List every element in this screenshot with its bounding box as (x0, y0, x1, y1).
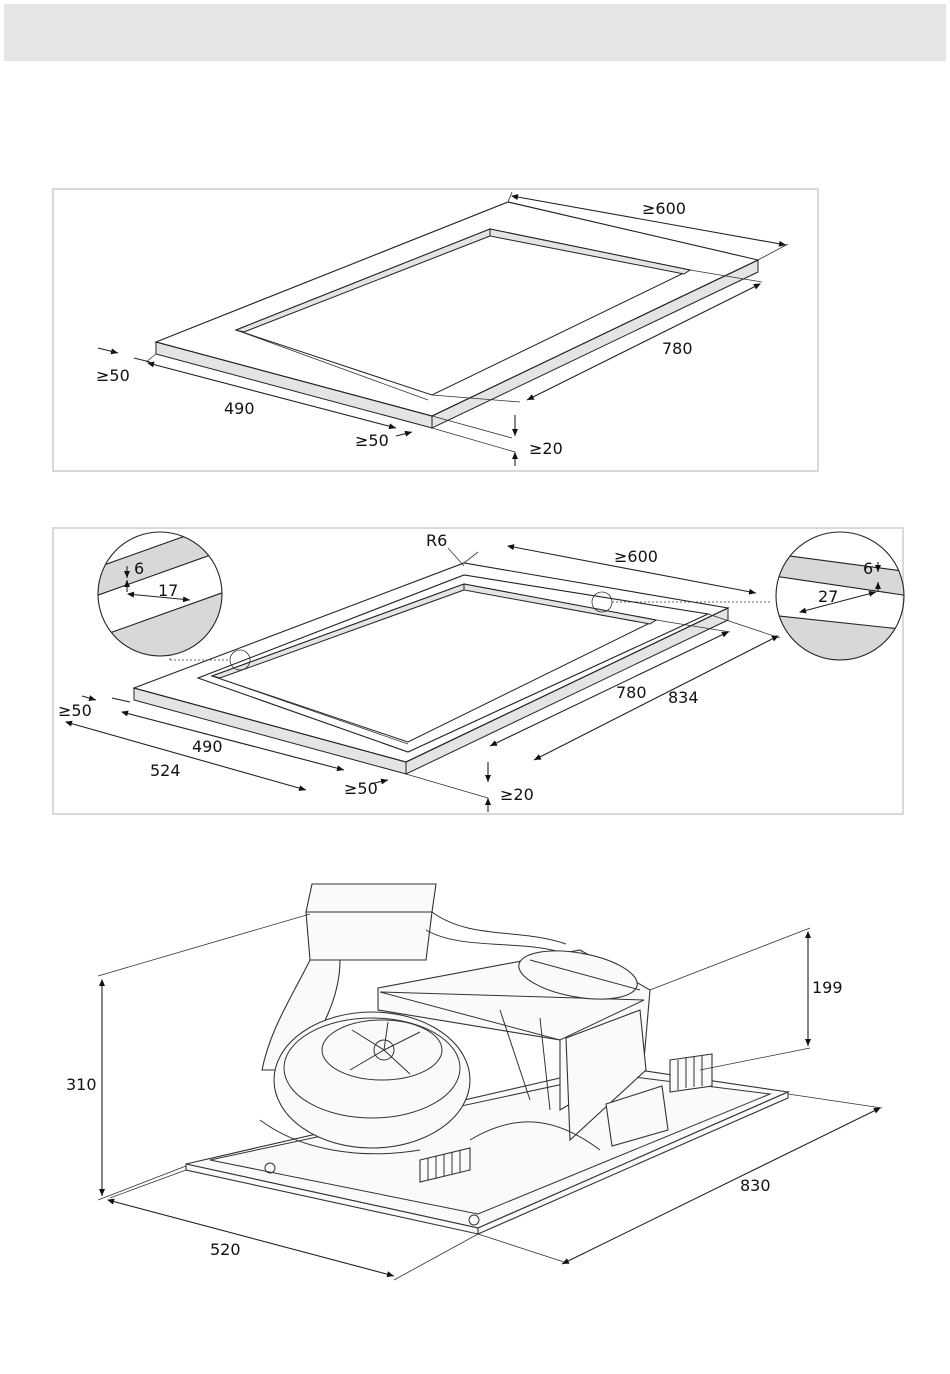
label-front-clearance: ≥50 (344, 779, 378, 798)
flush-cutout-drawing: 6 17 6 27 (58, 520, 910, 812)
cutout-drawing: ≥600 780 490 ≥50 ≥50 ≥20 (96, 192, 788, 466)
label-side-clearance: ≥50 (58, 701, 92, 720)
detail-marker-right (592, 592, 612, 612)
detail-left: 6 17 (90, 520, 230, 690)
label-detail-right-width: 27 (818, 587, 838, 606)
label-radius: R6 (426, 531, 447, 550)
label-depth: 520 (210, 1240, 241, 1259)
label-gap: ≥20 (529, 439, 563, 458)
appliance-drawing: 310 199 520 830 (66, 884, 882, 1280)
label-gap: ≥20 (500, 785, 534, 804)
label-outer-length: 834 (668, 688, 699, 707)
label-width: ≥600 (642, 199, 686, 218)
heat-sink-right (670, 1054, 712, 1092)
label-width: ≥600 (614, 547, 658, 566)
label-motor-height: 199 (812, 978, 843, 997)
label-detail-left-step: 6 (134, 559, 144, 578)
label-outer-depth: 524 (150, 761, 181, 780)
label-inner-depth: 490 (192, 737, 223, 756)
label-side-clearance: ≥50 (96, 366, 130, 385)
label-inner-length: 780 (616, 683, 647, 702)
detail-right: 6 27 (760, 532, 910, 690)
label-depth: 490 (224, 399, 255, 418)
label-detail-right-step: 6 (863, 559, 873, 578)
label-width: 830 (740, 1176, 771, 1195)
label-height: 310 (66, 1075, 97, 1094)
label-length: 780 (662, 339, 693, 358)
exhaust-duct (306, 884, 436, 912)
label-front-clearance: ≥50 (355, 431, 389, 450)
label-detail-left-width: 17 (158, 581, 178, 600)
